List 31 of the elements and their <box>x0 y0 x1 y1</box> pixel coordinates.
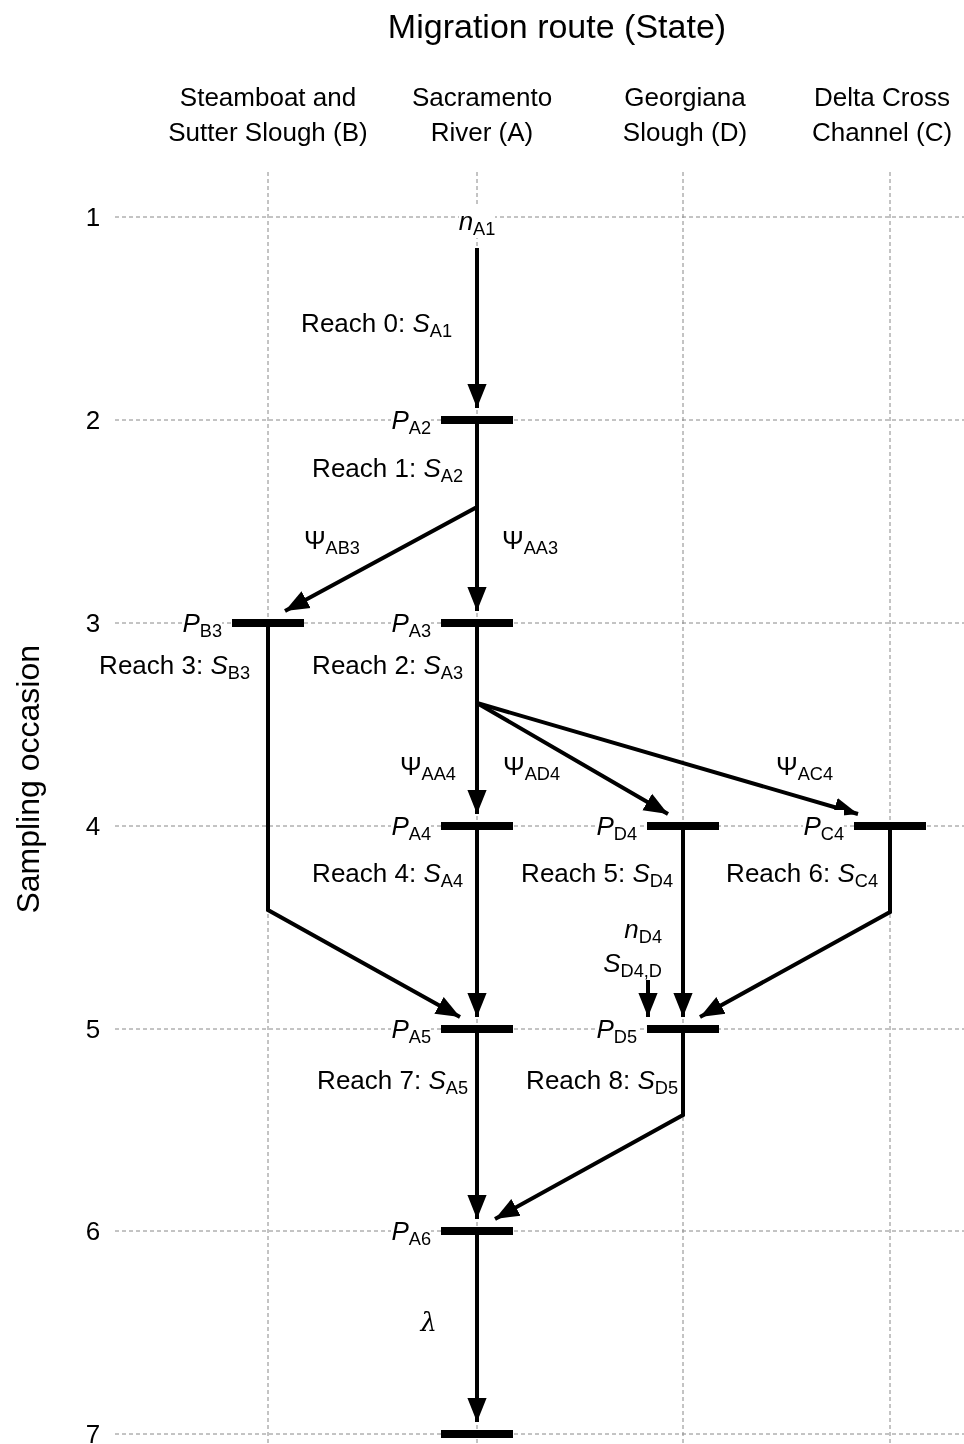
row-number: 2 <box>84 404 102 436</box>
axis-title: Sampling occasion <box>9 645 47 914</box>
node-label: P$_{C4}$ <box>803 810 844 842</box>
edge-label: Ψ$_{AB3}$ <box>303 524 360 556</box>
arrow <box>266 627 461 1019</box>
diagram-title: Migration route (State) <box>386 6 728 46</box>
arrow <box>494 1033 685 1221</box>
column-header: Delta Cross Channel (C) <box>810 81 954 149</box>
node-label: n$_{A1}$ <box>458 204 496 238</box>
row-number: 4 <box>84 810 102 842</box>
arrow <box>467 424 487 611</box>
edge-label: Ψ$_{AA3}$ <box>502 524 559 556</box>
arrow <box>673 830 693 1017</box>
arrow <box>467 830 487 1017</box>
row-number: 6 <box>84 1215 102 1247</box>
edge-label: Ψ$_{AA4}$ <box>399 750 456 782</box>
row-number: 5 <box>84 1013 102 1045</box>
row-number: 3 <box>84 607 102 639</box>
column-header: Georgiana Slough (D) <box>621 81 749 149</box>
column-header: Steamboat and Sutter Slough (B) <box>167 81 369 149</box>
arrow <box>467 248 487 408</box>
arrow <box>699 830 892 1019</box>
arrow <box>475 627 859 817</box>
arrow <box>467 1033 487 1219</box>
row-number: 7 <box>84 1418 102 1444</box>
arrow <box>467 1235 487 1422</box>
row-number: 1 <box>84 201 102 233</box>
column-header: Sacramento River (A) <box>410 81 554 149</box>
edge-label: Ψ$_{AD4}$ <box>503 750 561 782</box>
arrow <box>638 980 658 1017</box>
edge-label: Ψ$_{AC4}$ <box>776 750 834 782</box>
